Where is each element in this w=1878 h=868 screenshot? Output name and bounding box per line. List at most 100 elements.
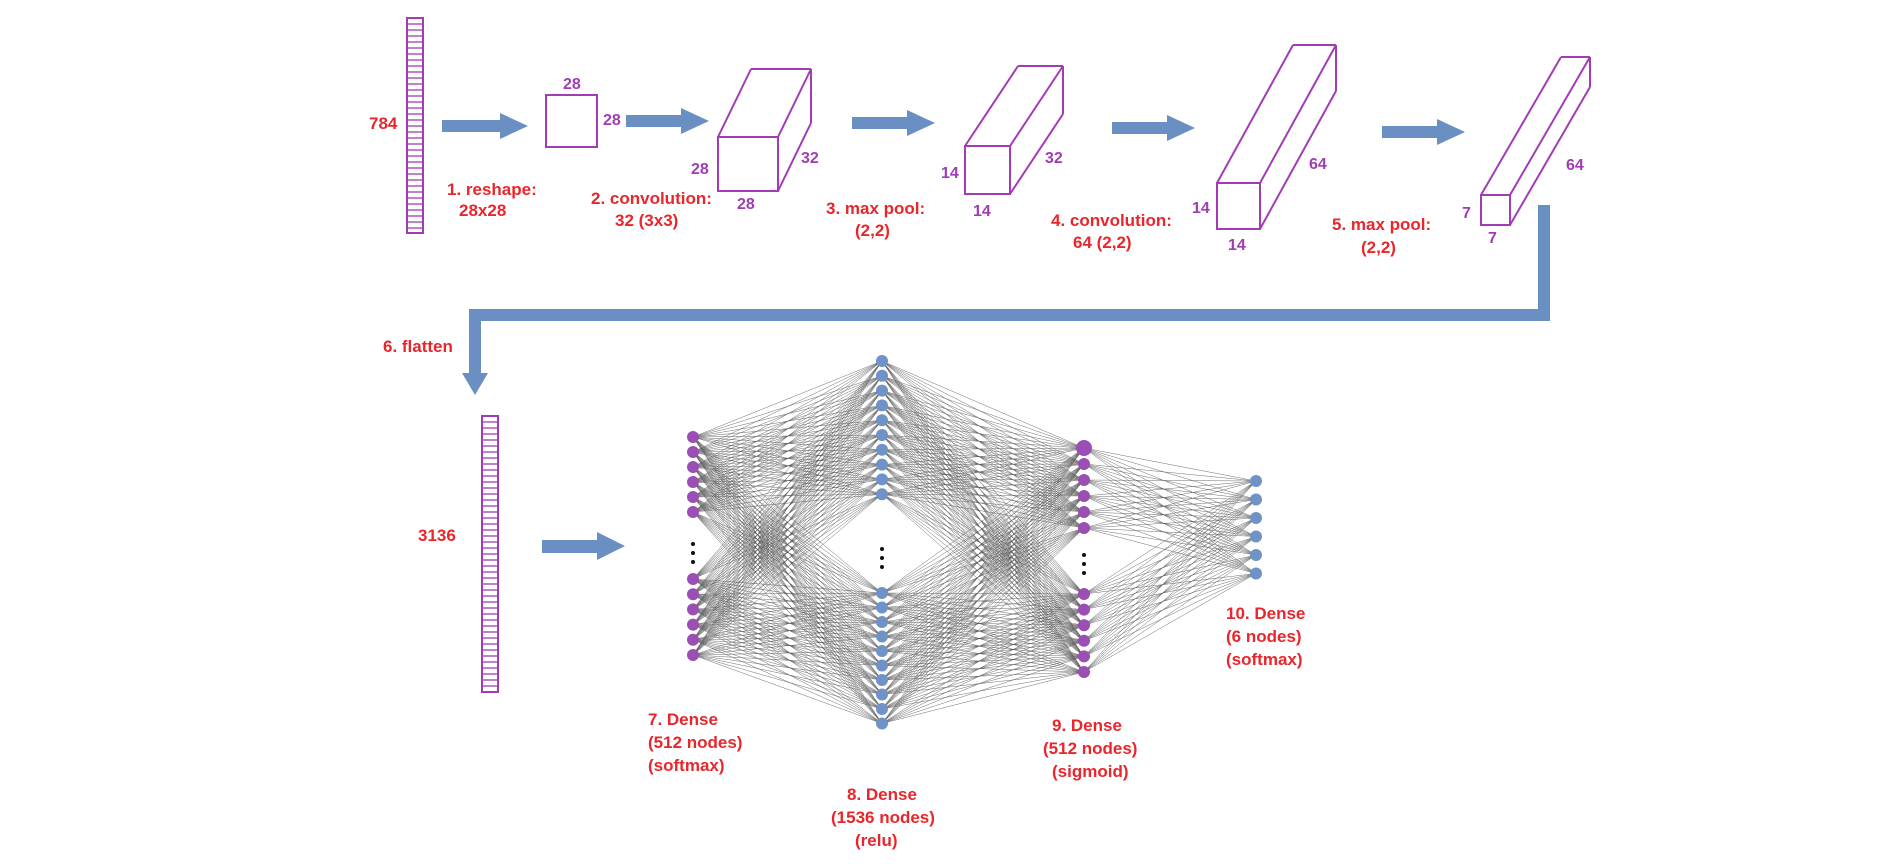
connection-edge (692, 592, 883, 656)
connection-edge (692, 360, 883, 498)
dense-node (1076, 440, 1092, 456)
dense-10-line1: 10. Dense (1226, 604, 1305, 623)
connection-edge (881, 405, 1085, 481)
connection-edge (692, 654, 883, 695)
connection-edge (881, 375, 1085, 449)
connection-edge (1083, 527, 1257, 556)
connection-edge (692, 607, 883, 625)
connection-edge (692, 654, 883, 666)
connection-edge (881, 447, 1085, 594)
connection-edge (881, 447, 1085, 480)
connection-edge (881, 479, 1085, 594)
dense-8-label: 8. Dense (1536 nodes) (relu) (831, 785, 935, 850)
connection-edge (881, 434, 1085, 497)
dense-node (687, 633, 699, 646)
dense-7-line2: (512 nodes) (648, 733, 742, 752)
connection-edge (881, 464, 1085, 497)
connection-edge (881, 449, 1085, 657)
connection-edge (881, 449, 1085, 529)
connection-edge (881, 464, 1085, 595)
connection-edge (692, 609, 883, 637)
conv1-dim-depth: 32 (801, 150, 819, 167)
connection-edge (881, 449, 1085, 673)
connection-edge (881, 656, 1085, 710)
connection-edge (692, 593, 883, 623)
connection-edge (881, 479, 1085, 710)
connection-edge (881, 593, 1085, 710)
dense-node (876, 414, 888, 427)
connection-edge (881, 495, 1085, 652)
connection-edge (881, 479, 1085, 513)
connection-edge (881, 405, 1085, 626)
connection-edge (1083, 573, 1257, 626)
arrow-to-dense (542, 532, 625, 560)
connection-edge (692, 621, 883, 641)
dense-node (687, 649, 699, 661)
connection-edge (881, 640, 1085, 724)
dense-node (687, 603, 699, 616)
connection-edge (1083, 480, 1257, 529)
connection-edge (881, 447, 1085, 695)
connection-edge (881, 390, 1085, 641)
pool2-dim-left: 7 (1462, 205, 1471, 222)
conv2-dim-depth: 64 (1309, 156, 1327, 173)
connection-edge (692, 607, 883, 641)
connection-edge (881, 447, 1085, 637)
connection-edge (881, 656, 1085, 724)
dense-9-label: 9. Dense (512 nodes) (sigmoid) (1043, 716, 1137, 781)
connection-edge (692, 636, 883, 656)
dense-node (1078, 474, 1090, 486)
connection-edge (881, 375, 1085, 481)
connection-edge (881, 390, 1085, 657)
connection-edge (1083, 463, 1257, 519)
connection-edge (692, 360, 883, 656)
connection-edge (881, 405, 1085, 673)
connection-edge (1083, 499, 1257, 610)
connection-edge (881, 463, 1085, 681)
connection-edge (692, 624, 883, 710)
connection-edge (881, 434, 1085, 657)
connection-edge (881, 449, 1085, 641)
connection-edge (1083, 480, 1257, 595)
connection-edge (881, 479, 1085, 652)
connection-edge (881, 419, 1085, 529)
connection-edge (692, 650, 883, 656)
connection-edge (881, 463, 1085, 623)
connection-edge (881, 405, 1085, 465)
connection-edge (881, 390, 1085, 481)
connection-edge (881, 479, 1085, 608)
connection-edge (881, 495, 1085, 695)
dense-node (876, 429, 888, 441)
flatten-arrow (462, 205, 1550, 395)
input-vector (406, 17, 424, 234)
connection-edge (881, 434, 1085, 529)
dense-node (687, 588, 699, 601)
dense-7-line1: 7. Dense (648, 710, 718, 729)
arrow-4 (1112, 115, 1195, 141)
dense-10-line3: (softmax) (1226, 650, 1303, 669)
step-1-label-line1: 1. reshape: (447, 180, 537, 199)
connection-edge (881, 463, 1085, 495)
dense-connections (692, 360, 1257, 724)
connection-edge (881, 463, 1085, 666)
connection-edge (881, 527, 1085, 666)
connection-edge (692, 449, 883, 513)
connection-edge (1083, 479, 1257, 537)
step-2-label-line1: 2. convolution: (591, 189, 712, 208)
connection-edge (692, 360, 883, 580)
dense-nodes (687, 355, 1262, 730)
arrow-2 (626, 108, 709, 134)
connection-edge (1083, 480, 1257, 641)
connection-edge (881, 479, 1085, 695)
connection-edge (692, 639, 883, 652)
connection-edge (692, 390, 883, 513)
connection-edge (881, 527, 1085, 594)
connection-edge (692, 511, 883, 681)
connection-edge (1083, 554, 1257, 595)
connection-edge (881, 495, 1085, 710)
connection-edge (881, 609, 1085, 724)
connection-edge (881, 624, 1085, 710)
arrow-5 (1382, 119, 1465, 145)
connection-edge (881, 420, 1085, 657)
input-vector-stripes (407, 23, 423, 229)
